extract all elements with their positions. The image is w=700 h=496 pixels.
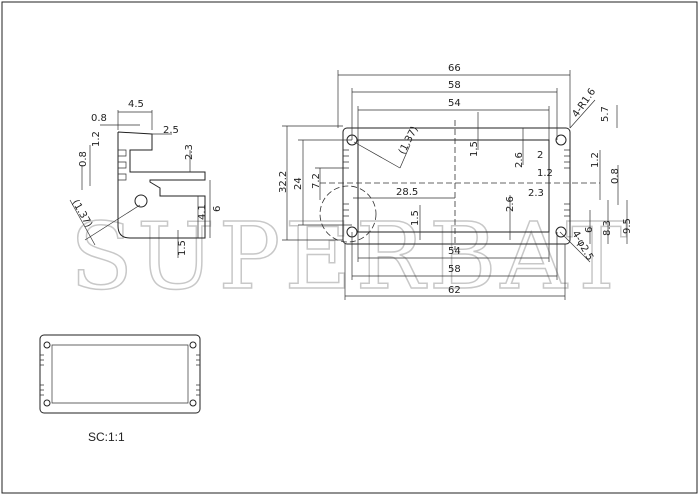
dim-58-bottom: 58 [448, 264, 461, 275]
detail-circle [319, 185, 377, 243]
dim-66: 66 [448, 63, 461, 74]
scale-view: SC:1:1 [39, 334, 201, 444]
dim-4-5: 4.5 [128, 99, 144, 110]
scale-label: SC:1:1 [88, 430, 125, 444]
dim-4-1: 4.1 [197, 204, 208, 220]
watermark: SUPERBAT [70, 203, 631, 310]
dim-2-5: 2.5 [163, 125, 179, 136]
callout-radius: 4-R1.6 [570, 87, 598, 120]
dim-62: 62 [448, 285, 461, 296]
dim-54-top: 54 [448, 98, 461, 109]
dim-9-5: 9.5 [622, 218, 633, 234]
dim-1-5: 1.5 [177, 240, 188, 256]
dim-1-2: 1.2 [91, 131, 102, 147]
dim-6: 6 [212, 206, 223, 212]
enclosure-outline [342, 127, 571, 245]
dim-2-6-top: 2.6 [514, 152, 525, 168]
dim-1-5-mid: 1.5 [410, 210, 421, 226]
profile-outline [117, 131, 206, 239]
dim-58-top: 58 [448, 80, 461, 91]
dim-32-2: 32.2 [278, 171, 289, 193]
dim-2-3: 2.3 [184, 144, 195, 160]
dim-5-7: 5.7 [600, 106, 611, 122]
screw-slot [134, 194, 148, 208]
fin-teeth [118, 149, 127, 181]
scale-outline [39, 334, 201, 414]
dim-1-37: (1.37) [397, 125, 421, 157]
dim-1-2: 1.2 [537, 168, 553, 179]
dim-1-2-vertical: 1.2 [590, 152, 601, 168]
dim-24: 24 [293, 177, 304, 190]
dim-2: 2 [537, 150, 543, 161]
dim-2-6-bottom: 2.6 [505, 196, 516, 212]
dim-28-5: 28.5 [396, 187, 418, 198]
dim-0-8: 0.8 [91, 113, 107, 124]
dim-7-2: 7.2 [311, 173, 322, 189]
dim-8-3: 8.3 [602, 220, 613, 236]
dim-0-8b: 0.8 [78, 151, 89, 167]
dim-2-3: 2.3 [528, 188, 544, 199]
dim-54-bottom: 54 [448, 246, 461, 257]
dim-0-8: 0.8 [610, 168, 621, 184]
dim-1-5-top: 1.5 [469, 141, 480, 157]
dim-6: 6 [584, 227, 595, 233]
